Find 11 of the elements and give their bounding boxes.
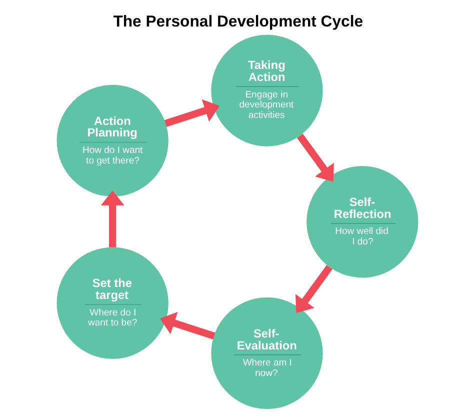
node-circle: Self-Evaluation Where am I now? xyxy=(210,297,322,410)
arrow xyxy=(100,190,124,248)
diagram-title: The Personal Development Cycle xyxy=(112,13,363,30)
node-circle: Action Planning How do I want to get there? xyxy=(56,84,168,197)
arrow xyxy=(159,312,215,340)
arrow xyxy=(164,99,220,127)
node-circle: Self-Reflection How well did I do? xyxy=(306,166,418,278)
arrow xyxy=(296,134,334,182)
node-circle: Set the target Where do I want to be? xyxy=(56,247,168,359)
node-circle: Taking Action Engage in development activities xyxy=(210,34,322,146)
arrow xyxy=(294,264,332,314)
